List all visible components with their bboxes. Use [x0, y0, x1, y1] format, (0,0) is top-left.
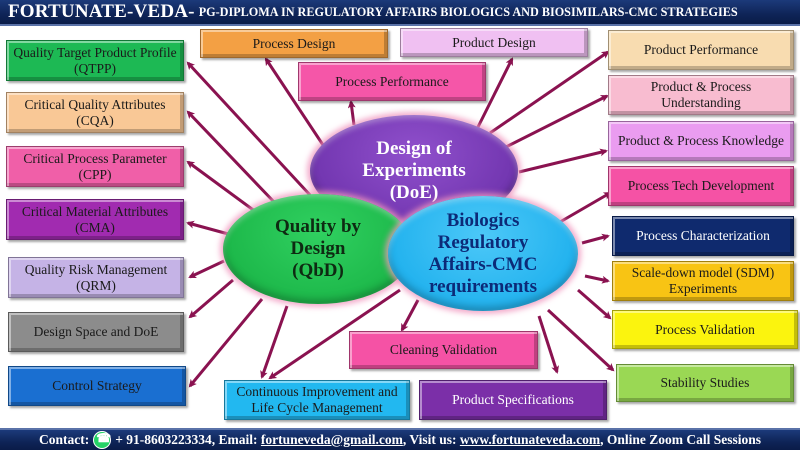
program-subtitle: PG-DIPLOMA IN REGULATORY AFFAIRS BIOLOGI…: [198, 4, 738, 19]
box-process-performance: Process Performance: [298, 62, 486, 101]
email-link[interactable]: fortuneveda@gmail.com: [260, 432, 403, 447]
arrow-qrm: [188, 259, 225, 279]
box-label: Product & Process Knowledge: [617, 133, 785, 148]
box-product-specs: Product Specifications: [419, 380, 607, 420]
box-cqa: Critical Quality Attributes (CQA): [6, 92, 184, 133]
visit-label: , Visit us:: [402, 432, 457, 447]
box-label: Process Characterization: [636, 228, 770, 243]
box-label: Product Design: [452, 34, 536, 50]
box-label: Process Performance: [335, 73, 449, 89]
box-cma: Critical Material Attributes (CMA): [6, 199, 184, 240]
box-cleaning: Cleaning Validation: [349, 331, 538, 369]
arrow-qtpp: [186, 61, 312, 197]
arrow-characterization: [581, 233, 610, 245]
box-label: Process Validation: [655, 321, 755, 337]
arrow-understanding: [505, 94, 609, 149]
ellipse-cmc: Biologics Regulatory Affairs-CMC require…: [388, 196, 578, 311]
box-label: Control Strategy: [52, 378, 142, 393]
box-label: Continuous Improvement and Life Cycle Ma…: [236, 384, 398, 415]
arrow-control-strategy: [188, 298, 264, 388]
box-knowledge: Product & Process Knowledge: [608, 121, 794, 161]
arrow-cqa: [186, 110, 277, 205]
box-continuous-improvement: Continuous Improvement and Life Cycle Ma…: [224, 380, 410, 420]
box-product-performance: Product Performance: [608, 30, 794, 70]
box-label: Product Performance: [643, 42, 759, 57]
box-characterization: Process Characterization: [612, 216, 794, 256]
arrow-product-performance: [489, 50, 610, 135]
box-label: Design Space and DoE: [33, 324, 159, 339]
contact-label: Contact:: [38, 432, 90, 447]
box-stability: Stability Studies: [616, 364, 794, 402]
arrow-validation: [577, 288, 612, 320]
box-understanding: Product & Process Understanding: [608, 75, 794, 115]
box-process-tech: Process Tech Development: [608, 166, 794, 206]
whatsapp-icon[interactable]: [93, 431, 112, 449]
arrow-ci-2: [268, 288, 401, 380]
box-cpp: Critical Process Parameter (CPP): [6, 146, 184, 187]
doe-label: Design of Experiments (DoE): [362, 138, 466, 203]
box-label: Critical Quality Attributes (CQA): [24, 96, 166, 128]
arrow-cleaning: [400, 299, 420, 332]
phone-text: + 91-8603223334, Email:: [115, 432, 258, 447]
arrow-process-design: [264, 57, 327, 149]
box-label: Cleaning Validation: [389, 342, 498, 357]
arrow-knowledge: [518, 148, 608, 174]
arrow-stability: [546, 308, 615, 372]
qbd-label: Quality by Design (QbD): [274, 216, 362, 281]
box-label: Stability Studies: [660, 375, 750, 390]
cmc-label: Biologics Regulatory Affairs-CMC require…: [428, 209, 538, 297]
header-banner: FORTUNATE-VEDA- PG-DIPLOMA IN REGULATORY…: [0, 0, 800, 26]
box-label: Process Design: [252, 35, 336, 51]
box-label: Scale-down model (SDM) Experiments: [631, 265, 775, 296]
website-link[interactable]: www.fortunateveda.com: [459, 432, 601, 447]
arrow-process-tech: [559, 191, 612, 224]
box-label: Product Specifications: [452, 392, 574, 407]
arrow-sdm: [584, 274, 610, 284]
box-product-design: Product Design: [400, 28, 588, 57]
box-label: Quality Target Product Profile (QTPP): [13, 44, 177, 76]
box-label: Product & Process Understanding: [650, 79, 752, 110]
box-design-space: Design Space and DoE: [8, 312, 184, 352]
box-label: Process Tech Development: [627, 178, 775, 193]
arrow-cma: [186, 220, 233, 237]
box-qrm: Quality Risk Management (QRM): [8, 257, 184, 298]
footer-tail: , Online Zoom Call Sessions: [600, 432, 761, 447]
arrow-process-performance: [347, 100, 356, 126]
box-label: Critical Material Attributes (CMA): [21, 203, 169, 235]
arrow-design-space: [188, 278, 234, 319]
arrow-product-specs: [537, 315, 559, 374]
box-validation: Process Validation: [612, 310, 798, 349]
box-label: Quality Risk Management (QRM): [24, 261, 168, 293]
footer-contact-bar: Contact: + 91-8603223334, Email: fortune…: [0, 428, 800, 450]
arrow-product-design: [476, 57, 514, 128]
box-control-strategy: Control Strategy: [8, 366, 186, 406]
box-label: Critical Process Parameter (CPP): [23, 150, 167, 182]
box-sdm: Scale-down model (SDM) Experiments: [612, 261, 794, 301]
box-process-design: Process Design: [200, 29, 388, 58]
ellipse-qbd: Quality by Design (QbD): [223, 194, 413, 304]
arrow-ci-1: [260, 305, 289, 379]
box-qtpp: Quality Target Product Profile (QTPP): [6, 40, 184, 81]
brand-title: FORTUNATE-VEDA-: [8, 1, 195, 22]
arrow-cpp: [186, 160, 257, 214]
